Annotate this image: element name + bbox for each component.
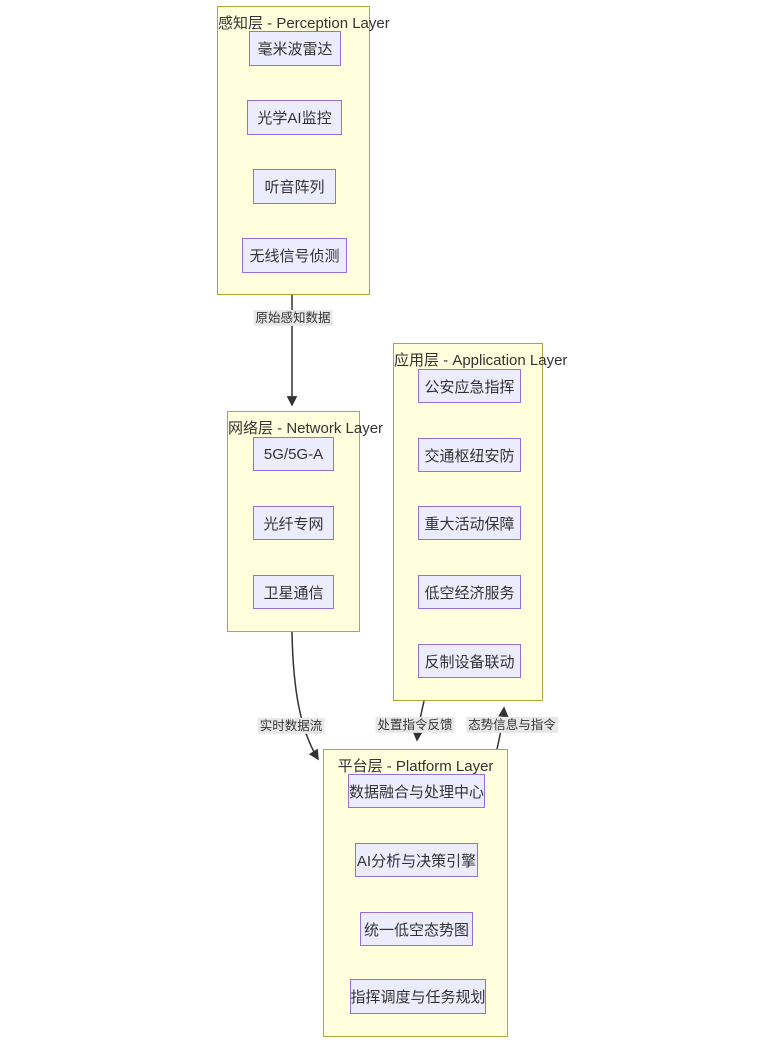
node-counter-device-linkage: 反制设备联动 [418,644,521,678]
subgraph-platform-layer: 平台层 - Platform Layer 数据融合与处理中心 AI分析与决策引擎… [323,749,508,1037]
node-acoustic-array: 听音阵列 [253,169,336,204]
node-police-emergency-command: 公安应急指挥 [418,369,521,403]
edge-label-realtime-data-stream: 实时数据流 [257,717,325,735]
node-data-fusion-processing-center: 数据融合与处理中心 [348,774,485,808]
subgraph-perception-layer: 感知层 - Perception Layer 毫米波雷达 光学AI监控 听音阵列… [217,6,390,295]
edge-label-situation-info-and-commands: 态势信息与指令 [466,716,558,734]
node-command-dispatch-mission-planning: 指挥调度与任务规划 [350,979,486,1014]
node-wireless-signal-detection: 无线信号侦测 [242,238,347,273]
subgraph-perception-title: 感知层 - Perception Layer [218,15,390,32]
subgraph-application-layer: 应用层 - Application Layer 公安应急指挥 交通枢纽安防 重大… [393,343,568,701]
node-optical-ai-monitoring: 光学AI监控 [247,100,342,135]
node-major-event-support: 重大活动保障 [418,506,521,540]
node-fiber-private-network: 光纤专网 [253,506,334,540]
edge-label-disposal-instruction-feedback: 处置指令反馈 [375,716,455,734]
node-unified-low-altitude-situation-map: 统一低空态势图 [360,912,473,946]
edge-label-raw-perception-data: 原始感知数据 [253,309,333,327]
node-low-altitude-economy-services: 低空经济服务 [418,575,521,609]
node-satellite-communication: 卫星通信 [253,575,334,609]
node-5g: 5G/5G-A [253,437,334,471]
subgraph-application-title: 应用层 - Application Layer [394,352,568,369]
subgraph-network-layer: 网络层 - Network Layer 5G/5G-A 光纤专网 卫星通信 [227,411,384,632]
node-ai-analysis-decision-engine: AI分析与决策引擎 [355,843,478,877]
node-transport-hub-security: 交通枢纽安防 [418,438,521,472]
edge-network-to-platform [291,631,319,761]
subgraph-network-title: 网络层 - Network Layer [228,420,384,437]
subgraph-platform-title: 平台层 - Platform Layer [337,758,494,775]
node-millimeter-wave-radar: 毫米波雷达 [249,31,341,66]
